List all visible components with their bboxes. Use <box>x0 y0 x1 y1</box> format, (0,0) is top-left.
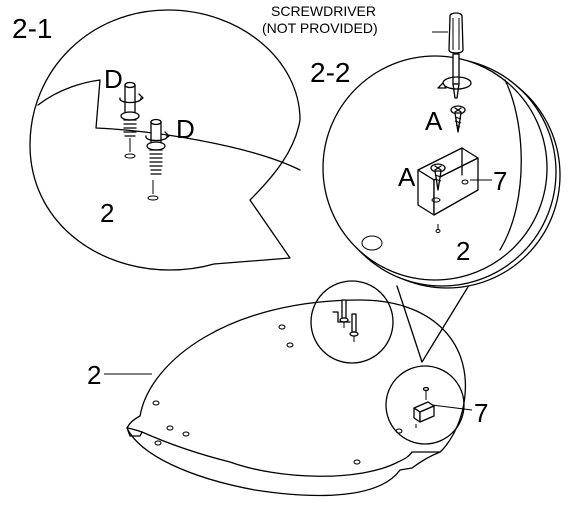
part-label-d-bottom: D <box>176 114 195 144</box>
detail-2-1 <box>29 9 301 271</box>
screwdriver-icon <box>448 12 464 99</box>
detail-2-2 <box>322 12 561 289</box>
part-label-2-main: 2 <box>87 360 101 390</box>
tool-label-line2: (NOT PROVIDED) <box>262 20 378 36</box>
part-label-a-top: A <box>425 106 443 136</box>
part-label-a-bottom: A <box>398 162 416 192</box>
part-label-7-main: 7 <box>474 398 488 428</box>
tool-label-line1: SCREWDRIVER <box>271 3 376 19</box>
wood-screw-icon <box>450 105 466 133</box>
bracket-part-7 <box>417 147 479 216</box>
part-label-2-detail-1: 2 <box>100 198 114 228</box>
wood-screw-icon <box>430 163 446 191</box>
rotate-arrow-icon <box>437 76 472 90</box>
part-label-d-top: D <box>104 64 123 94</box>
part-label-2-detail-2: 2 <box>456 236 470 266</box>
step-label-2-2: 2-2 <box>310 57 350 88</box>
step-label-2-1: 2-1 <box>12 13 52 44</box>
board-part-2 <box>126 299 467 497</box>
part-label-7-detail: 7 <box>493 166 507 196</box>
callout-circle-bracket <box>385 365 465 445</box>
callout-circle-dowels <box>310 280 394 364</box>
